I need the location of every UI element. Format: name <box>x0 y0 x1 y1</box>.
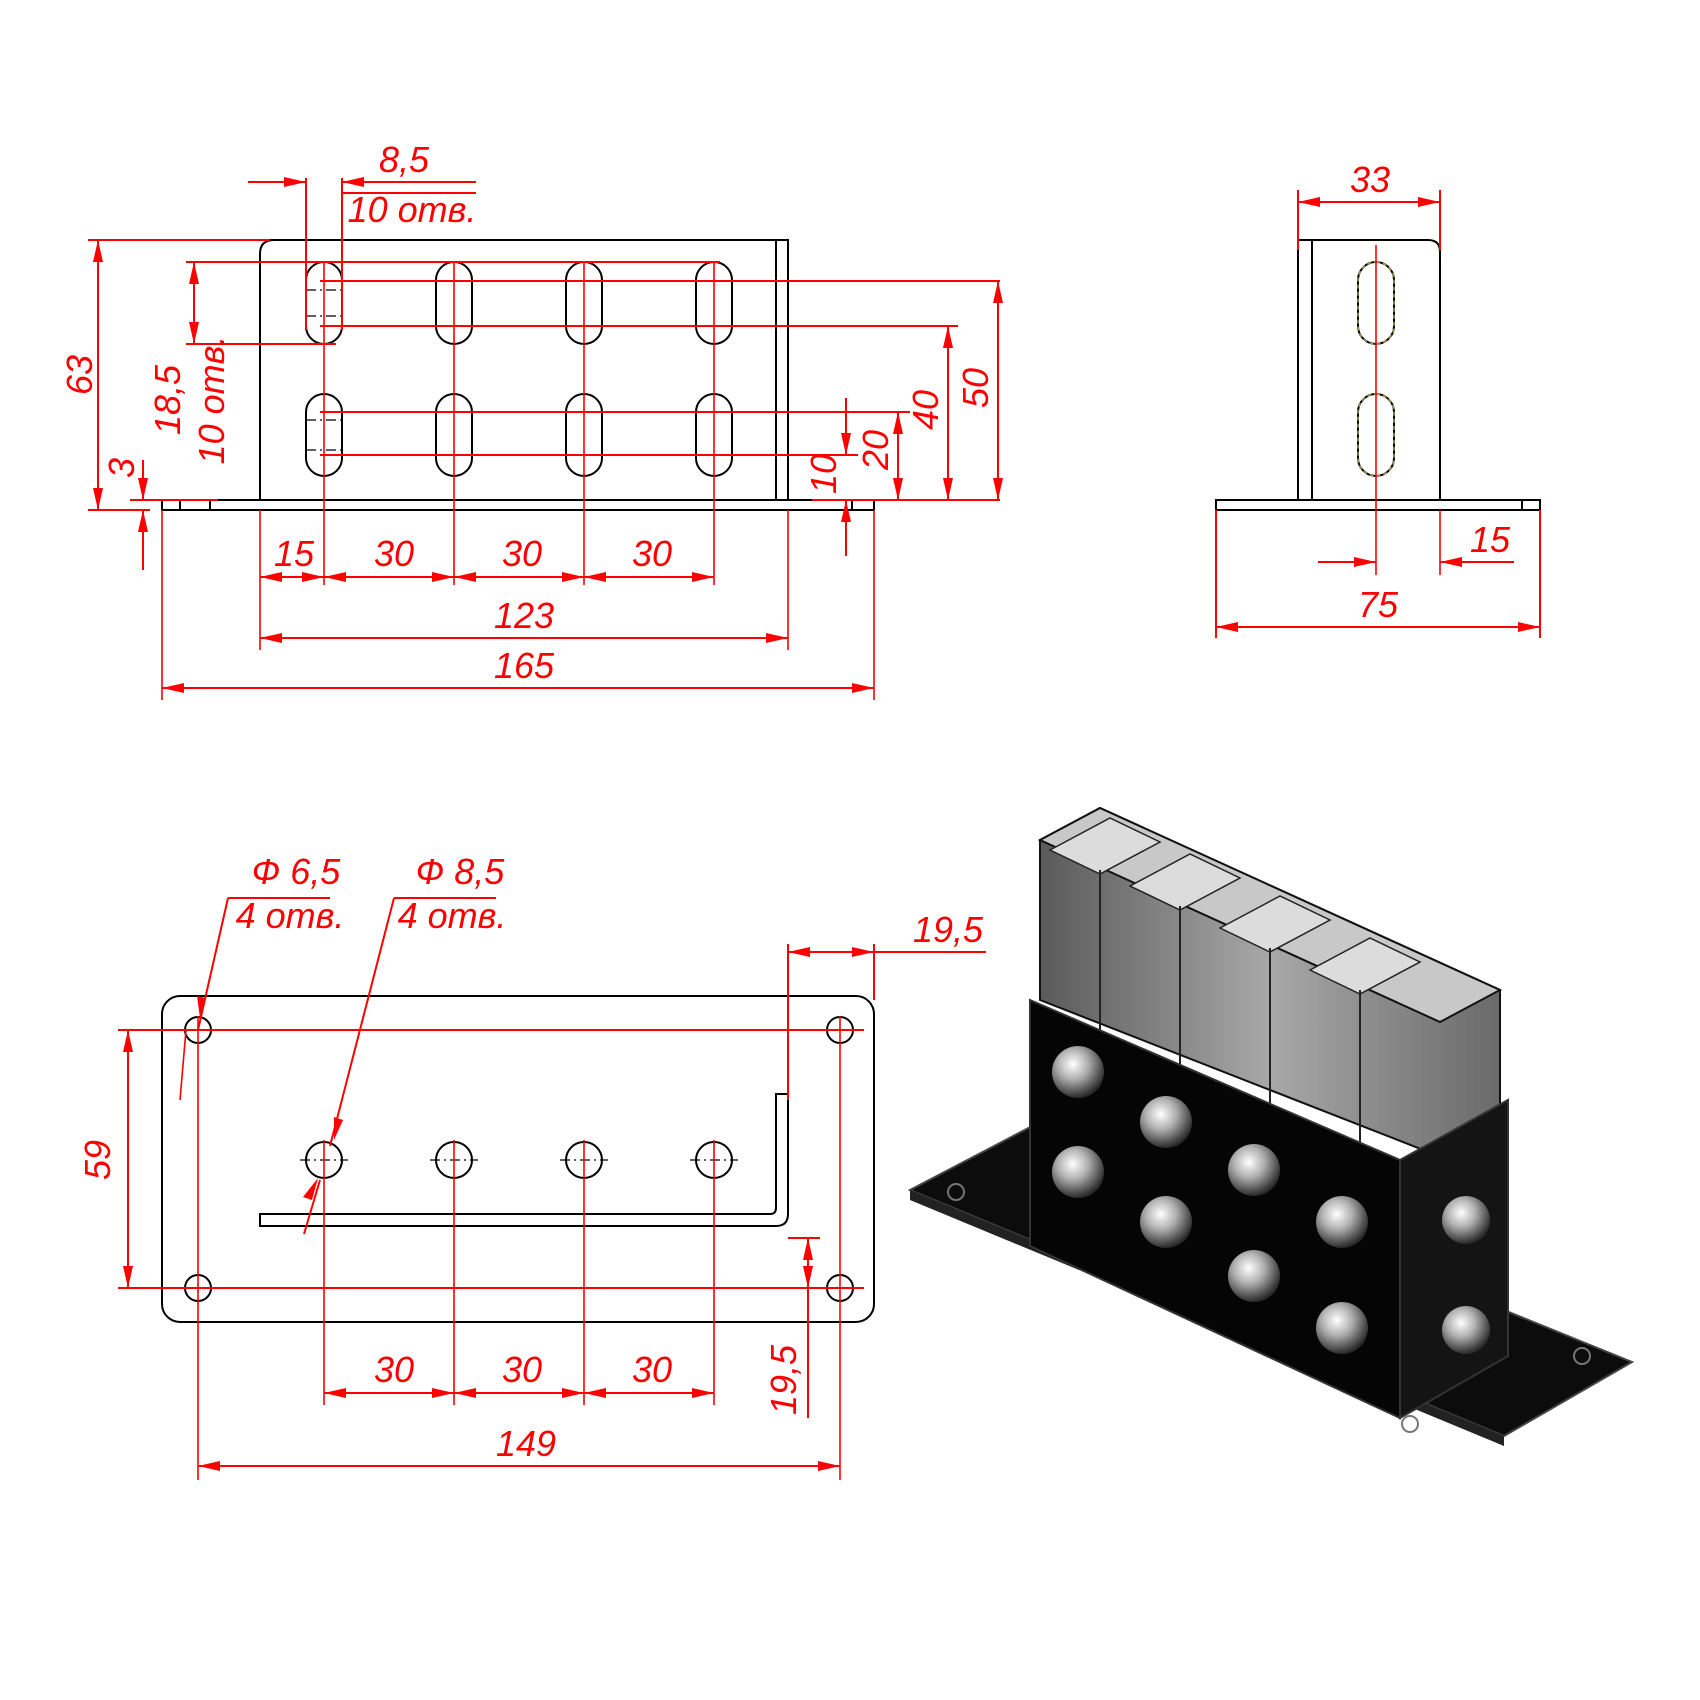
dim-edge-19-5-top: 19,5 <box>913 909 984 950</box>
dim-pitch: 30 <box>374 533 414 574</box>
render-screws <box>1052 1046 1490 1354</box>
dim-hole-small-count: 4 отв. <box>236 895 345 936</box>
dim-10: 10 <box>803 454 844 494</box>
side-view: 33 15 75 <box>1215 159 1541 638</box>
side-base-plate <box>1215 499 1541 511</box>
dim-hole-small-diameter: Ф 6,5 <box>252 851 342 892</box>
dim-edge-19-5-side: 19,5 <box>763 1344 804 1415</box>
front-view: 8,5 10 отв. 63 18,5 10 отв. 3 10 20 40 5… <box>59 139 1003 700</box>
dim-hole-large-count: 4 отв. <box>398 895 507 936</box>
top-view: Ф 6,5 4 отв. Ф 8,5 4 отв. 19,5 59 30 30 … <box>77 851 986 1480</box>
dim-base-width-75: 75 <box>1358 584 1399 625</box>
dim-slot-count-side: 10 отв. <box>191 336 232 465</box>
dim-length-149: 149 <box>496 1423 556 1464</box>
mounting-holes <box>184 1016 854 1302</box>
dim-height-63: 63 <box>59 355 100 395</box>
dim-offset-15: 15 <box>1470 519 1511 560</box>
dim-pitch: 30 <box>632 533 672 574</box>
front-base-plate <box>161 499 875 511</box>
dim-slot-width: 8,5 <box>379 139 430 180</box>
top-dimensions <box>118 897 986 1480</box>
front-bracket-outline <box>259 239 789 501</box>
front-dimensions <box>88 177 1003 700</box>
side-dimensions <box>1215 190 1541 638</box>
dim-height-59: 59 <box>77 1140 118 1180</box>
dim-20: 20 <box>855 430 896 471</box>
dim-top-width-33: 33 <box>1350 159 1390 200</box>
dim-hole-large-diameter: Ф 8,5 <box>416 851 506 892</box>
dim-pitch: 30 <box>502 533 542 574</box>
dim-pitch: 30 <box>374 1349 414 1390</box>
top-bracket-profile <box>259 1093 789 1227</box>
dim-length-123: 123 <box>494 595 554 636</box>
dim-slot-length: 18,5 <box>147 364 188 435</box>
dim-40: 40 <box>905 390 946 430</box>
dim-offset-15: 15 <box>274 533 315 574</box>
dim-50: 50 <box>955 368 996 408</box>
dim-plate-thickness: 3 <box>101 458 142 478</box>
dim-length-165: 165 <box>494 645 555 686</box>
dim-pitch: 30 <box>502 1349 542 1390</box>
front-slots <box>305 261 733 477</box>
isometric-render <box>907 806 1635 1446</box>
top-base-plate-outline <box>161 995 875 1323</box>
dim-slot-count-top: 10 отв. <box>348 189 477 230</box>
side-bracket-outline <box>1297 239 1441 501</box>
dim-pitch: 30 <box>632 1349 672 1390</box>
